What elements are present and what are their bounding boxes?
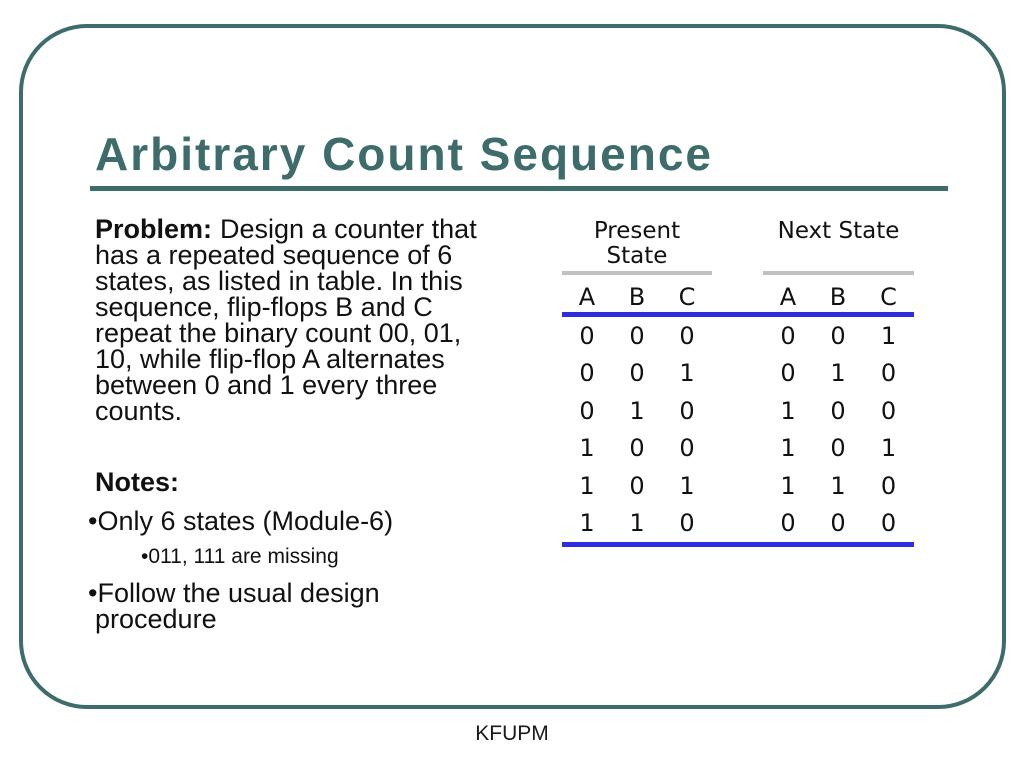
- table-cell: 0: [629, 434, 645, 463]
- problem-label: Problem:: [95, 214, 213, 244]
- slide-frame: [19, 24, 1006, 709]
- table-cell: 0: [629, 471, 645, 500]
- table-cell: 1: [629, 396, 645, 425]
- table-group-gap: [712, 271, 763, 275]
- table-cell: 1: [780, 434, 796, 463]
- problem-line-text: Design a counter that: [220, 214, 477, 244]
- table-cell: 0: [880, 509, 897, 538]
- table-cell: 0: [679, 321, 695, 350]
- notes-heading: Notes:: [95, 467, 180, 497]
- table-cell: 1: [579, 509, 595, 538]
- table-cell: 0: [780, 359, 796, 388]
- table-cell: 0: [780, 321, 796, 350]
- table-cell: 1: [679, 471, 695, 500]
- table-cell: 1: [629, 509, 645, 538]
- table-cell: 0: [579, 359, 595, 388]
- next-header-underline: [763, 271, 914, 275]
- table-row: 1 0 0 1 0 1: [562, 430, 914, 468]
- table-cell: 0: [880, 471, 897, 500]
- problem-line: repeat the binary count 00, 01,: [95, 318, 462, 348]
- table-row: 0 1 0 1 0 0: [562, 392, 914, 430]
- table-cell: 0: [629, 359, 645, 388]
- bullet-icon: •: [141, 545, 149, 568]
- problem-line: Problem:Design a counter that: [95, 214, 477, 244]
- table-cell: 1: [579, 434, 595, 463]
- problem-paragraph: Problem:Design a counter that has a repe…: [95, 214, 477, 426]
- problem-line: sequence, flip-flops B and C: [95, 292, 433, 322]
- note-item-follow-procedure-line2: procedure: [95, 604, 217, 634]
- present-header-underline: [562, 271, 712, 275]
- table-bottom-rule: [562, 542, 914, 547]
- table-cell: 0: [880, 396, 897, 425]
- column-header: A: [578, 283, 596, 311]
- problem-line: has a repeated sequence of 6: [95, 240, 453, 270]
- next-state-header: Next State: [763, 219, 914, 271]
- problem-line: between 0 and 1 every three: [95, 370, 438, 400]
- present-state-header-line: State: [606, 243, 668, 269]
- table-cell: 1: [830, 359, 846, 388]
- bullet-icon: •: [88, 578, 98, 608]
- table-cell: 1: [780, 471, 796, 500]
- table-row: 1 1 0 0 0 0: [562, 505, 914, 543]
- problem-line: counts.: [95, 396, 183, 426]
- present-state-header-line: Present: [593, 218, 681, 244]
- table-cell: 0: [579, 396, 595, 425]
- bullet-icon: •: [88, 506, 98, 536]
- note-item-only-6-states: •Only 6 states (Module-6): [88, 508, 393, 535]
- table-cell: 1: [780, 396, 796, 425]
- table-cell: 0: [629, 321, 645, 350]
- note-text: Follow the usual design: [97, 578, 380, 608]
- state-transition-table: Present State Next State A B C A B C 0 0…: [562, 219, 914, 547]
- table-cell: 0: [880, 359, 897, 388]
- table-cell: 0: [830, 434, 846, 463]
- table-cell: 0: [830, 509, 846, 538]
- slide-title: Arbitrary Count Sequence: [95, 128, 713, 180]
- table-row: 0 0 0 0 0 1: [562, 317, 914, 355]
- table-cell: 0: [830, 321, 846, 350]
- table-row: 0 0 1 0 1 0: [562, 355, 914, 393]
- table-cell: 0: [679, 434, 695, 463]
- table-group-gap: [712, 219, 763, 271]
- table-cell: 1: [679, 359, 695, 388]
- column-header: B: [628, 283, 646, 311]
- title-underline: [90, 186, 948, 191]
- note-item-follow-procedure: •Follow the usual design: [88, 578, 380, 608]
- problem-line: 10, while flip-flop A alternates: [95, 344, 445, 374]
- note-text: Only 6 states (Module-6): [97, 506, 394, 536]
- table-group-header-row: Present State Next State: [562, 219, 914, 271]
- table-header-rules: [562, 271, 914, 275]
- note-text: 011, 111 are missing: [148, 545, 339, 568]
- table-cell: 1: [880, 321, 897, 350]
- table-cell: 1: [579, 471, 595, 500]
- table-cell: 0: [679, 396, 695, 425]
- table-cell: 0: [780, 509, 796, 538]
- table-cell: 0: [679, 509, 695, 538]
- table-cell: 1: [880, 434, 897, 463]
- column-header: B: [829, 283, 847, 311]
- table-group-gap: [712, 283, 763, 311]
- table-cell: 1: [830, 471, 846, 500]
- column-header: A: [779, 283, 797, 311]
- problem-line: states, as listed in table. In this: [95, 266, 463, 296]
- column-header: C: [678, 283, 696, 311]
- note-item-missing-states: •011, 111 are missing: [141, 546, 339, 567]
- column-header: C: [880, 283, 897, 311]
- table-cell: 0: [830, 396, 846, 425]
- next-state-header-line: Next State: [777, 218, 900, 244]
- table-cell: 0: [579, 321, 595, 350]
- table-row: 1 0 1 1 1 0: [562, 467, 914, 505]
- footer-text: KFUPM: [475, 722, 549, 745]
- table-top-rule: [562, 312, 914, 317]
- present-state-header: Present State: [562, 219, 712, 271]
- table-column-header-row: A B C A B C: [562, 283, 914, 311]
